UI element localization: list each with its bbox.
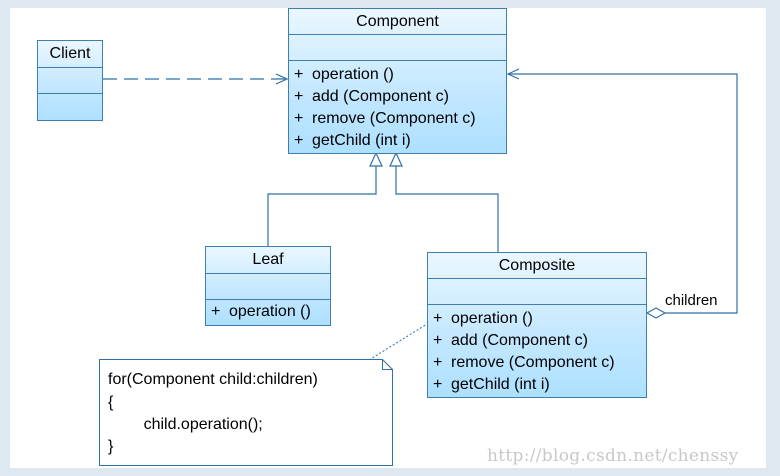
component-operation-row: + remove (Component c) — [294, 108, 506, 130]
composite-generalization-arrowhead — [389, 151, 403, 167]
leaf-operation-row: + operation () — [211, 301, 330, 323]
operation-signature: remove (Component c) — [451, 354, 615, 371]
composite-attributes-compartment — [428, 279, 646, 305]
code-note[interactable]: for(Component child:children) { child.op… — [99, 359, 393, 466]
component-class-name: Component — [289, 9, 506, 35]
composite-operations-compartment: + operation () + add (Component c) + remove… — [428, 305, 646, 396]
note-line: for(Component child:children) — [108, 371, 318, 388]
visibility-marker: + — [211, 303, 221, 320]
composite-operation-row: + add (Component c) — [433, 330, 646, 352]
leaf-class[interactable]: Leaf + operation () — [205, 246, 331, 326]
composite-operation-row: + remove (Component c) — [433, 352, 646, 374]
visibility-marker: + — [294, 66, 304, 83]
component-operations-compartment: + operation () + add (Component c) + remove… — [289, 61, 506, 152]
operation-signature: remove (Component c) — [312, 110, 476, 127]
leaf-operations-compartment: + operation () — [206, 300, 330, 323]
operation-signature: add (Component c) — [312, 88, 449, 105]
leaf-generalization-line — [267, 165, 377, 246]
composite-class[interactable]: Composite + operation () + add (Component … — [427, 252, 647, 398]
component-operation-row: + add (Component c) — [294, 86, 506, 108]
visibility-marker: + — [433, 310, 443, 327]
operation-signature: operation () — [451, 310, 533, 327]
note-line: } — [108, 438, 114, 455]
client-class-name: Client — [38, 41, 102, 68]
operation-signature: getChild (int i) — [312, 132, 411, 149]
composite-operation-row: + operation () — [433, 308, 646, 330]
component-operation-row: + operation () — [294, 64, 506, 86]
operation-signature: add (Component c) — [451, 332, 588, 349]
composite-generalization-line — [395, 165, 499, 252]
visibility-marker: + — [294, 88, 304, 105]
visibility-marker: + — [294, 110, 304, 127]
note-shape — [99, 359, 393, 466]
client-attributes-compartment — [38, 68, 102, 94]
children-role-label: children — [665, 292, 718, 309]
operation-signature: operation () — [229, 303, 311, 320]
leaf-generalization-arrowhead — [369, 151, 383, 167]
watermark-url: http://blog.csdn.net/chenssy — [487, 446, 739, 466]
component-attributes-compartment — [289, 35, 506, 61]
composite-operation-row: + getChild (int i) — [433, 374, 646, 396]
leaf-attributes-compartment — [206, 274, 330, 300]
visibility-marker: + — [294, 132, 304, 149]
operation-signature: operation () — [312, 66, 394, 83]
leaf-class-name: Leaf — [206, 247, 330, 274]
visibility-marker: + — [433, 354, 443, 371]
children-aggregation-line — [508, 74, 738, 314]
component-operation-row: + getChild (int i) — [294, 130, 506, 152]
visibility-marker: + — [433, 332, 443, 349]
operation-signature: getChild (int i) — [451, 376, 550, 393]
client-class[interactable]: Client — [37, 40, 103, 121]
aggregation-diamond — [645, 307, 667, 319]
note-line: child.operation(); — [108, 416, 263, 433]
component-class[interactable]: Component + operation () + add (Component … — [288, 8, 507, 154]
composite-class-name: Composite — [428, 253, 646, 279]
note-line: { — [108, 394, 114, 411]
visibility-marker: + — [433, 376, 443, 393]
